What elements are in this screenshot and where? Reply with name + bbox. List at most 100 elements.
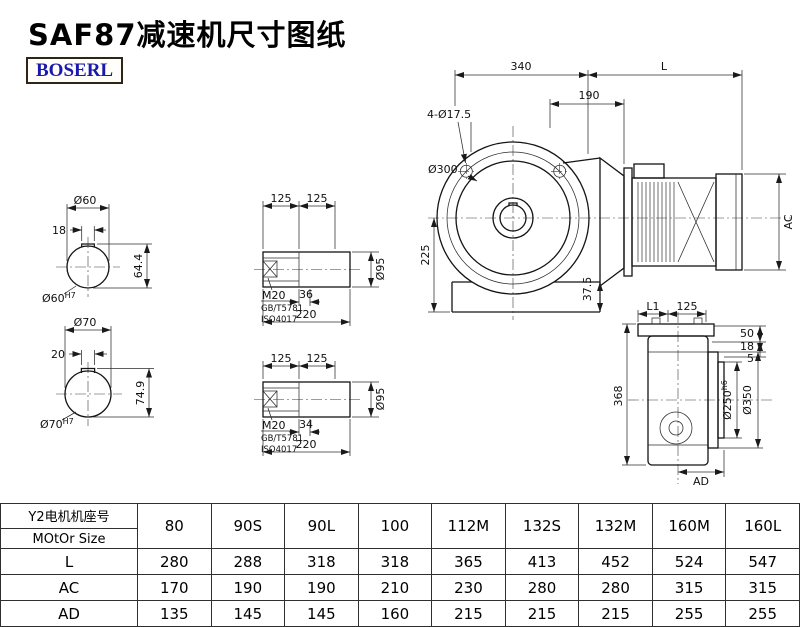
cell-AD-7: 255 xyxy=(651,600,727,627)
table-header-en: MOtOr Size xyxy=(32,532,106,547)
dim-label-50: 50 xyxy=(740,327,754,340)
dim-label-36: 36 xyxy=(299,288,313,301)
technical-drawing: Ø60 18 64.4 Ø60H7 Ø70 20 74.9 Ø70H7 xyxy=(40,60,795,488)
cell-AC-3: 210 xyxy=(357,574,433,601)
shaft-bore-circle xyxy=(64,370,112,418)
cell-L-8: 547 xyxy=(725,548,800,575)
row-label-AD: AD xyxy=(0,600,138,627)
frame-size-160m: 160M xyxy=(651,503,727,549)
dim-label-AD: AD xyxy=(693,475,709,488)
table-row-L: L 280 288 318 318 365 413 452 524 547 xyxy=(0,548,800,575)
frame-size-160l: 160L xyxy=(725,503,800,549)
frame-size-112m: 112M xyxy=(431,503,506,549)
dim-label-5: 5 xyxy=(747,352,754,365)
keyway-slot xyxy=(80,367,96,373)
dim-label-dia95: Ø95 xyxy=(374,388,387,411)
shaft-bore-circle xyxy=(66,245,110,289)
bore-circle xyxy=(499,204,527,232)
dim-label-key20: 20 xyxy=(51,348,65,361)
cell-L-4: 365 xyxy=(431,548,506,575)
row-label-L: L xyxy=(0,548,138,575)
dim-label-644: 64.4 xyxy=(132,254,145,279)
motor-adapter xyxy=(599,156,625,288)
cell-AC-7: 315 xyxy=(651,574,727,601)
housing-boss-circle xyxy=(659,411,693,445)
standard-label-iso: ISO4017 xyxy=(261,445,297,455)
row-label-AC: AC xyxy=(0,574,138,601)
view-front: 340 L 190 4-Ø17.5 Ø300 225 37.5 AC xyxy=(419,60,795,320)
cell-L-6: 452 xyxy=(578,548,653,575)
bolt-circle xyxy=(446,151,580,285)
dimension-table-wrap: Y2电机机座号 MOtOr Size 80 90S 90L 100 112M 1… xyxy=(0,503,800,627)
dim-label-key18: 18 xyxy=(52,224,66,237)
dim-label-125b: 125 xyxy=(307,192,328,205)
cell-AC-5: 280 xyxy=(504,574,580,601)
flange-outer-circle xyxy=(436,141,590,295)
view-side: L1 125 50 18 5 368 Ø250h6 Ø350 AD xyxy=(612,300,772,488)
dim-label-dia70: Ø70 xyxy=(74,316,97,329)
table-header-motor-size: Y2电机机座号 MOtOr Size xyxy=(0,503,138,549)
cell-AD-8: 255 xyxy=(725,600,800,627)
dim-label-225: 225 xyxy=(419,245,432,266)
hub-circle xyxy=(492,197,534,239)
dim-label-125: 125 xyxy=(677,300,698,313)
cell-L-7: 524 xyxy=(651,548,727,575)
cell-L-0: 280 xyxy=(137,548,212,575)
dim-label-220: 220 xyxy=(296,438,317,451)
cell-L-2: 318 xyxy=(284,548,359,575)
cell-AD-5: 215 xyxy=(504,600,580,627)
motor-flange xyxy=(623,167,633,277)
dim-label-bolt-holes: 4-Ø17.5 xyxy=(427,108,471,121)
dim-label-190: 190 xyxy=(579,89,600,102)
brand-logo-text: BOSERL xyxy=(36,60,114,81)
dimension-table: Y2电机机座号 MOtOr Size 80 90S 90L 100 112M 1… xyxy=(0,503,800,627)
dim-label-L: L xyxy=(661,60,668,73)
cell-AD-2: 145 xyxy=(284,600,359,627)
standard-label-gb: GB/T5781 xyxy=(261,304,303,314)
thread-label: M20 xyxy=(262,419,286,432)
keyway-slot xyxy=(81,243,95,248)
dim-label-340: 340 xyxy=(511,60,532,73)
dim-label-flange-dia: Ø300 xyxy=(428,163,458,176)
dim-label-bore70: Ø70H7 xyxy=(40,417,74,431)
frame-size-90l: 90L xyxy=(284,503,359,549)
dim-label-34: 34 xyxy=(299,418,313,431)
top-flange-plate xyxy=(637,323,715,337)
output-pilot xyxy=(717,361,725,439)
pilot-circle xyxy=(455,160,571,276)
dim-label-125b: 125 xyxy=(307,352,328,365)
dim-label-L1: L1 xyxy=(646,300,659,313)
bore-keyway xyxy=(508,202,518,206)
cell-AC-0: 170 xyxy=(137,574,212,601)
frame-size-100: 100 xyxy=(357,503,433,549)
standard-label-iso: ISO4017 xyxy=(261,315,297,325)
dim-label-flange-dia: Ø350 xyxy=(741,385,754,415)
table-row-AC: AC 170 190 190 210 230 280 280 315 315 xyxy=(0,574,800,601)
dim-label-18: 18 xyxy=(740,340,754,353)
view-shaft-end-70: Ø70 20 74.9 Ø70H7 xyxy=(40,316,154,431)
dim-label-AC: AC xyxy=(782,214,795,229)
cell-L-1: 288 xyxy=(210,548,286,575)
view-shaft-side-top: 125 125 Ø95 36 220 M20 GB/T5781 ISO4017 xyxy=(254,192,387,326)
frame-size-132s: 132S xyxy=(504,503,580,549)
frame-size-90s: 90S xyxy=(210,503,286,549)
brand-logo: BOSERL xyxy=(26,57,124,84)
standard-label-gb: GB/T5781 xyxy=(261,434,303,444)
table-header-row: Y2电机机座号 MOtOr Size 80 90S 90L 100 112M 1… xyxy=(0,503,800,549)
thread-hole xyxy=(262,390,278,408)
dim-label-pilot-dia: Ø250h6 xyxy=(720,380,734,420)
cell-AD-3: 160 xyxy=(357,600,433,627)
thread-hole xyxy=(262,260,278,278)
dim-label-375: 37.5 xyxy=(581,277,594,302)
page-title: SAF87减速机尺寸图纸 xyxy=(28,18,347,52)
dim-label-749: 74.9 xyxy=(134,381,147,406)
table-row-AD: AD 135 145 145 160 215 215 215 255 255 xyxy=(0,600,800,627)
dim-label-368: 368 xyxy=(612,386,625,407)
cell-AC-8: 315 xyxy=(725,574,800,601)
dim-label-dia60: Ø60 xyxy=(74,194,97,207)
frame-size-132m: 132M xyxy=(578,503,653,549)
cell-AD-0: 135 xyxy=(137,600,212,627)
frame-size-80: 80 xyxy=(137,503,212,549)
dim-label-125a: 125 xyxy=(271,192,292,205)
dim-label-125a: 125 xyxy=(271,352,292,365)
